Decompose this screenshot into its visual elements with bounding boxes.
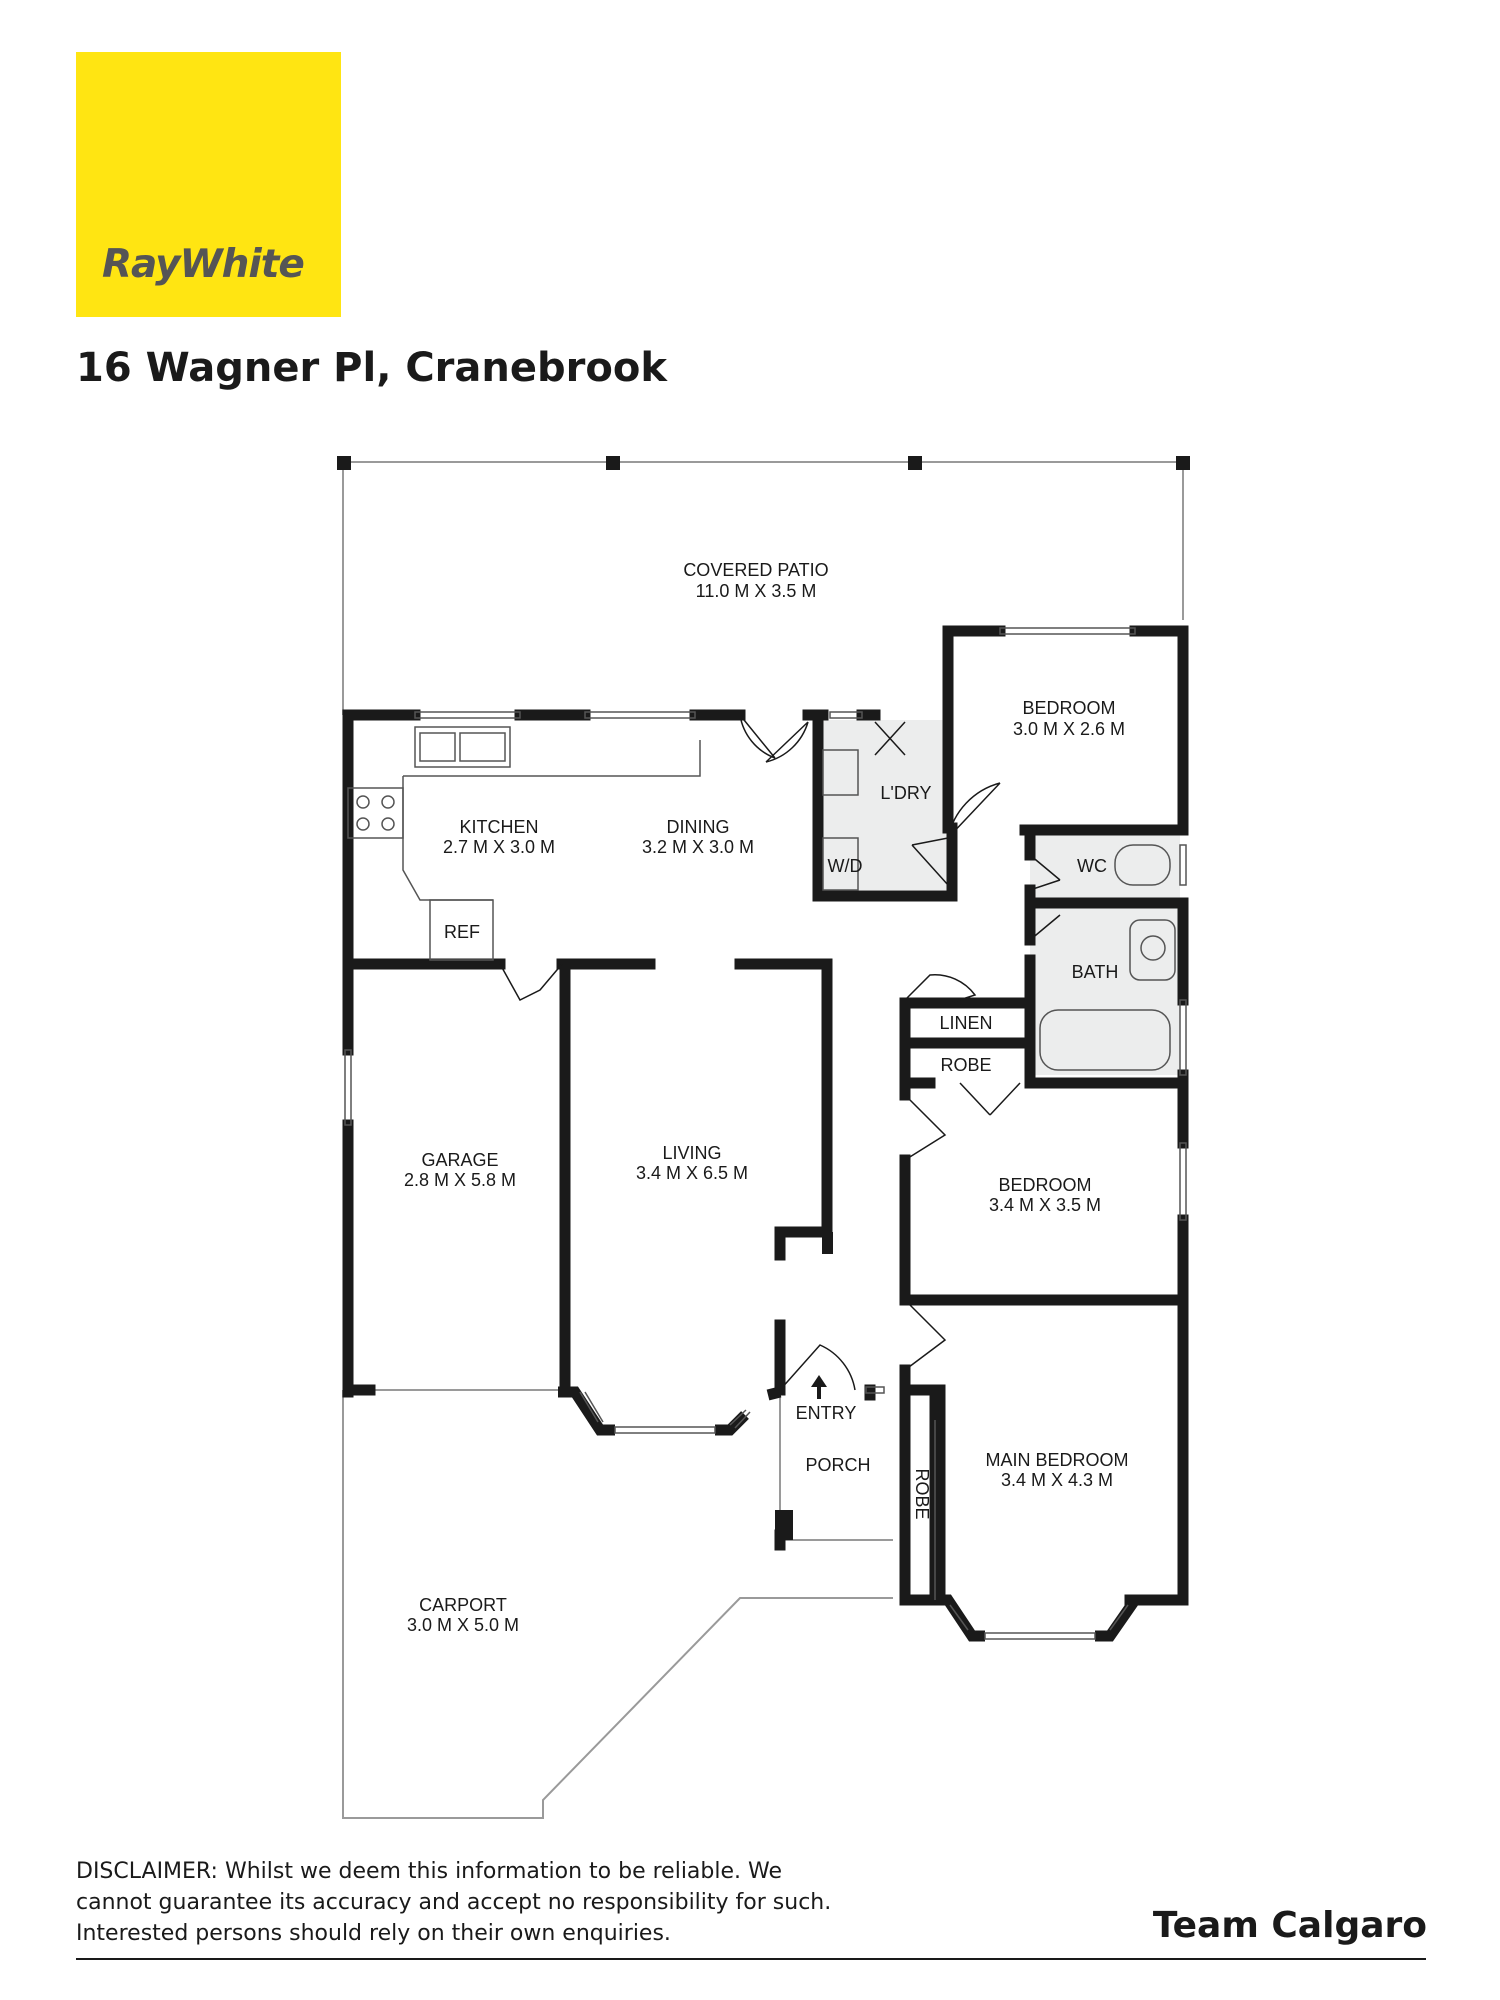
entry-arrow-icon xyxy=(811,1375,827,1399)
room-name: CARPORT xyxy=(419,1595,507,1615)
room-size: 3.4 M X 3.5 M xyxy=(989,1195,1101,1215)
room-name: L'DRY xyxy=(880,783,931,803)
room-name: REF xyxy=(444,922,480,942)
room-name: KITCHEN xyxy=(459,817,538,837)
room-labels: COVERED PATIO 11.0 M X 3.5 M BEDROOM 3.0… xyxy=(404,560,1129,1635)
room-name: LINEN xyxy=(939,1013,992,1033)
living-bay xyxy=(558,1386,782,1436)
room-size: 3.4 M X 4.3 M xyxy=(1001,1470,1113,1490)
main-bedroom-bay xyxy=(935,1594,1183,1642)
windows xyxy=(344,627,1187,1640)
room-name: ROBE xyxy=(912,1468,932,1519)
room-size: 3.2 M X 3.0 M xyxy=(642,837,754,857)
bath-floor xyxy=(1030,905,1180,1075)
room-size: 2.8 M X 5.8 M xyxy=(404,1170,516,1190)
wc-floor xyxy=(1030,830,1180,900)
room-size: 11.0 M X 3.5 M xyxy=(696,581,817,601)
room-name: W/D xyxy=(828,856,863,876)
room-name: GARAGE xyxy=(421,1150,498,1170)
room-name: LIVING xyxy=(662,1143,721,1163)
room-name: BEDROOM xyxy=(998,1175,1091,1195)
room-size: 2.7 M X 3.0 M xyxy=(443,837,555,857)
room-name: DINING xyxy=(667,817,730,837)
property-address: 16 Wagner Pl, Cranebrook xyxy=(76,345,667,391)
room-name: BATH xyxy=(1072,962,1119,982)
room-name: BEDROOM xyxy=(1022,698,1115,718)
room-size: 3.0 M X 2.6 M xyxy=(1013,719,1125,739)
brand-logo-text: RayWhite xyxy=(102,242,305,287)
fixtures xyxy=(347,726,1176,1600)
porch-pillar xyxy=(775,1510,793,1540)
disclaimer-text: DISCLAIMER: Whilst we deem this informat… xyxy=(76,1859,832,1946)
room-name: ROBE xyxy=(940,1055,991,1075)
room-name: ENTRY xyxy=(796,1403,857,1423)
room-name: PORCH xyxy=(805,1455,870,1475)
room-name: COVERED PATIO xyxy=(683,560,828,580)
room-size: 3.4 M X 6.5 M xyxy=(636,1163,748,1183)
room-size: 3.0 M X 5.0 M xyxy=(407,1615,519,1635)
patio-posts xyxy=(337,456,1190,470)
room-name: WC xyxy=(1077,856,1107,876)
agent-team-name: Team Calgaro xyxy=(1152,1905,1427,1946)
footer-divider xyxy=(76,1958,1426,1960)
walls xyxy=(342,625,1189,1606)
room-name: MAIN BEDROOM xyxy=(985,1450,1128,1470)
living-wall-stub xyxy=(822,1232,833,1254)
doors xyxy=(499,714,1060,1391)
brand-logo: RayWhite xyxy=(76,52,341,317)
